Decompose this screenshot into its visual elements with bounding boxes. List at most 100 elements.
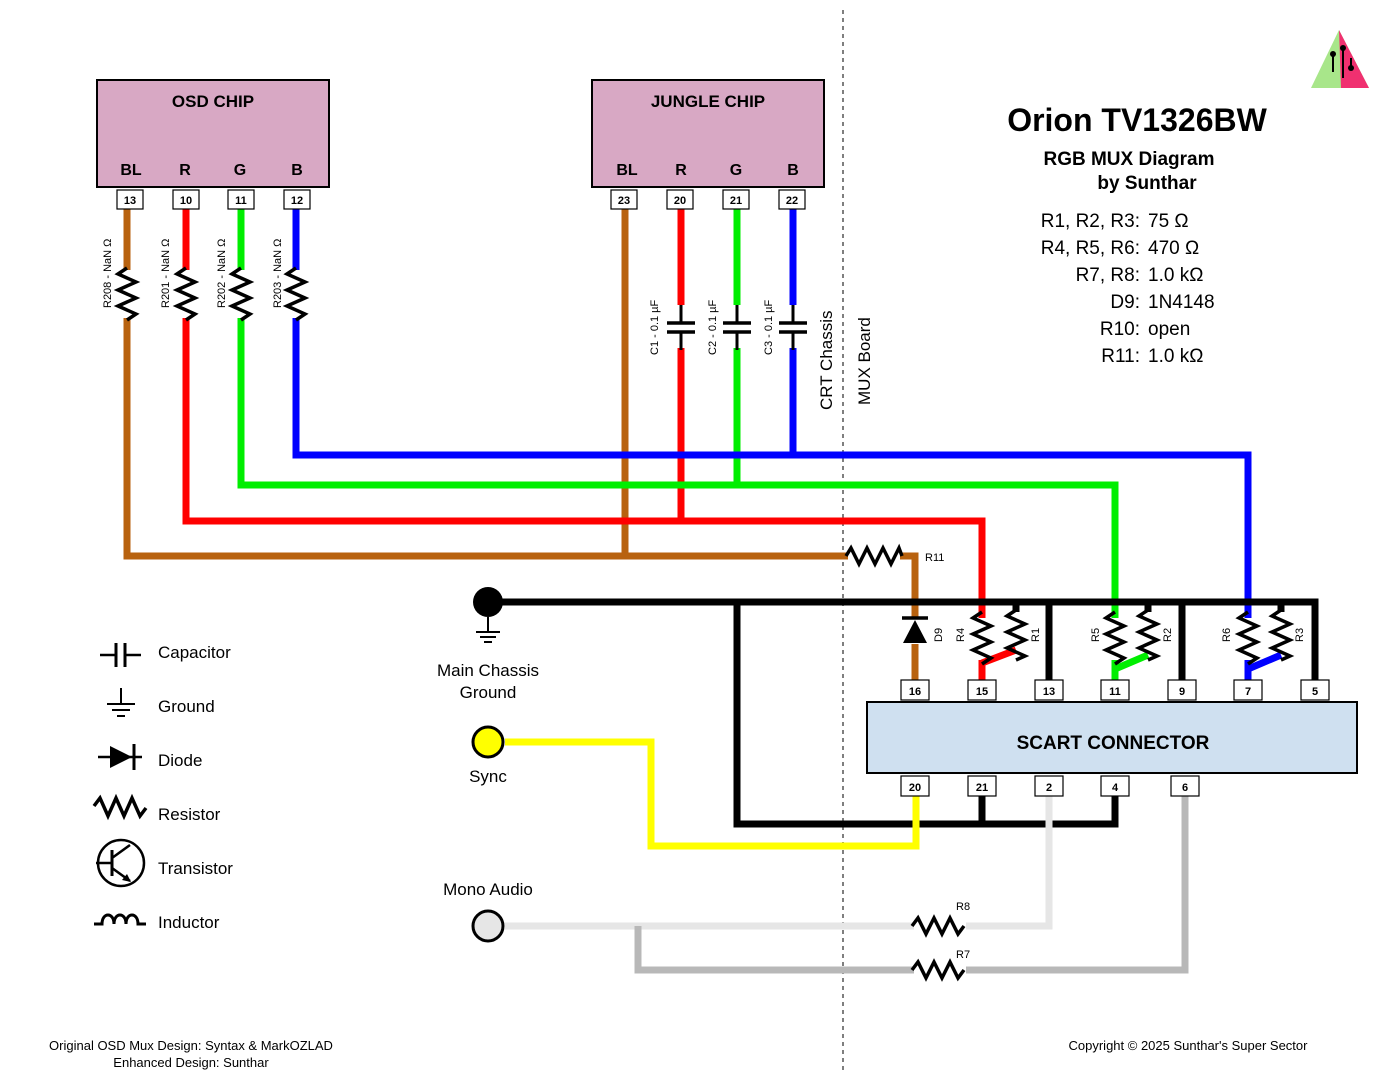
scart-pin-9-number: 9 <box>1179 686 1185 698</box>
legend-inductor: Inductor <box>158 913 220 932</box>
diode-d9: D9 <box>902 616 945 643</box>
scart-pin-21 <box>967 775 997 797</box>
scart-pin-15 <box>967 679 997 701</box>
mux-resistors: R4 R1 R5 R2 R6 R3 <box>955 608 1306 666</box>
scart-pin-20 <box>900 775 930 797</box>
osd-resistors: R208 - NaN Ω R201 - NaN Ω R202 - NaN Ω R… <box>102 239 310 322</box>
scart-bottom-pins: 20 21 2 4 6 <box>900 775 1200 797</box>
c1-label: C1 - 0.1 µF <box>649 299 661 355</box>
scart-pin-7 <box>1233 679 1263 701</box>
spec-value: 75 Ω <box>1148 211 1189 232</box>
crt-chassis-label: CRT Chassis <box>817 310 836 410</box>
legend-diode: Diode <box>158 751 202 770</box>
jungle-chip: JUNGLE CHIP BL R G B 23 20 21 22 <box>591 79 825 210</box>
scart-pin-16 <box>900 679 930 701</box>
jungle-chip-label: JUNGLE CHIP <box>651 92 765 111</box>
scart-pin-16-number: 16 <box>909 686 921 698</box>
scart-pin-2 <box>1034 775 1064 797</box>
c3-label: C3 - 0.1 µF <box>763 299 775 355</box>
copyright: Copyright © 2025 Sunthar's Super Sector <box>1069 1038 1309 1053</box>
spec-value: 1N4148 <box>1148 292 1215 313</box>
spec-value: 470 Ω <box>1148 238 1199 259</box>
scart-pin-20-number: 20 <box>909 782 921 794</box>
audio-wire-right <box>634 792 1189 974</box>
r3-label: R3 <box>1294 628 1306 642</box>
scart-pin-6-number: 6 <box>1182 782 1188 794</box>
ground-terminal-label: Main Chassis <box>437 661 539 680</box>
scart-pin-4-number: 4 <box>1112 782 1119 794</box>
resistor-r7: R7 <box>910 949 970 982</box>
r202-label: R202 - NaN Ω <box>216 239 228 308</box>
scart-pin-5 <box>1300 679 1330 701</box>
osd-chip: OSD CHIP BL R G B 13 10 11 12 <box>96 79 330 210</box>
spec-value: 1.0 kΩ <box>1148 265 1203 286</box>
resistor-r8: R8 <box>910 901 970 938</box>
spec-name: R11: <box>1101 346 1140 367</box>
legend-resistor: Resistor <box>158 805 221 824</box>
diode-legend-icon <box>98 744 142 770</box>
scart-pin-5-number: 5 <box>1312 686 1318 698</box>
osd-pin-b: B <box>291 162 303 179</box>
d9-label: D9 <box>933 628 945 642</box>
resistor-r1 <box>1002 608 1030 662</box>
scart-pin-6 <box>1170 775 1200 797</box>
ground-legend-icon <box>107 688 135 717</box>
scart-pin-11 <box>1100 679 1130 701</box>
jungle-pin-r: R <box>675 162 687 179</box>
sync-terminal: Sync <box>469 725 507 786</box>
resistor-r203 <box>282 266 310 322</box>
audio-terminal-label: Mono Audio <box>443 880 533 899</box>
spec-name: R10: <box>1100 319 1140 340</box>
r201-label: R201 - NaN Ω <box>160 239 172 308</box>
scart-pin-13 <box>1034 679 1064 701</box>
capacitor-c2 <box>723 305 751 350</box>
jungle-pin-number: 21 <box>730 195 742 207</box>
capacitor-c1 <box>667 305 695 350</box>
r5-label: R5 <box>1090 628 1102 642</box>
sync-terminal-label: Sync <box>469 767 507 786</box>
r1-label: R1 <box>1030 628 1042 642</box>
transistor-legend-icon <box>96 838 146 888</box>
diagram-title: Orion TV1326BW <box>1007 102 1267 138</box>
r4-label: R4 <box>955 628 967 642</box>
osd-pin-number: 10 <box>180 195 192 207</box>
diagram-author: by Sunthar <box>1097 173 1197 194</box>
resistor-r6 <box>1234 610 1262 666</box>
r203-label: R203 - NaN Ω <box>272 239 284 308</box>
spec-value: open <box>1148 319 1190 340</box>
osd-pin-r: R <box>179 162 191 179</box>
resistor-r3 <box>1267 608 1295 662</box>
jungle-pin-number: 23 <box>618 195 630 207</box>
osd-pin-number: 12 <box>291 195 303 207</box>
resistor-r4 <box>968 610 996 666</box>
resistor-r208 <box>113 266 141 322</box>
jungle-pin-number: 20 <box>674 195 686 207</box>
osd-pin-number: 13 <box>124 195 136 207</box>
spec-value: 1.0 kΩ <box>1148 346 1203 367</box>
resistor-legend-icon <box>92 793 148 821</box>
osd-pin-bl: BL <box>120 162 142 179</box>
spec-name: D9: <box>1110 292 1140 313</box>
r7-label: R7 <box>956 949 970 961</box>
r8-label: R8 <box>956 901 970 913</box>
scart-pin-15-number: 15 <box>976 686 988 698</box>
component-specs: R1, R2, R3:75 ΩR4, R5, R6:470 ΩR7, R8:1.… <box>1041 211 1215 367</box>
audio-terminal: Mono Audio <box>443 880 533 943</box>
legend-ground: Ground <box>158 697 215 716</box>
sync-wire <box>505 738 920 850</box>
r11-label: R11 <box>925 552 944 564</box>
inductor-legend-icon <box>94 913 146 926</box>
scart-pin-21-number: 21 <box>976 782 988 794</box>
legend-capacitor: Capacitor <box>158 643 231 662</box>
green-wire <box>237 208 1150 680</box>
resistor-r202 <box>227 266 255 322</box>
resistor-r11: R11 <box>844 543 944 568</box>
c2-label: C2 - 0.1 µF <box>707 299 719 355</box>
spec-name: R1, R2, R3: <box>1041 211 1140 232</box>
scart-pin-9 <box>1167 679 1197 701</box>
legend: Capacitor Ground Diode Resistor Transist… <box>92 643 233 932</box>
scart-pin-2-number: 2 <box>1046 782 1052 794</box>
